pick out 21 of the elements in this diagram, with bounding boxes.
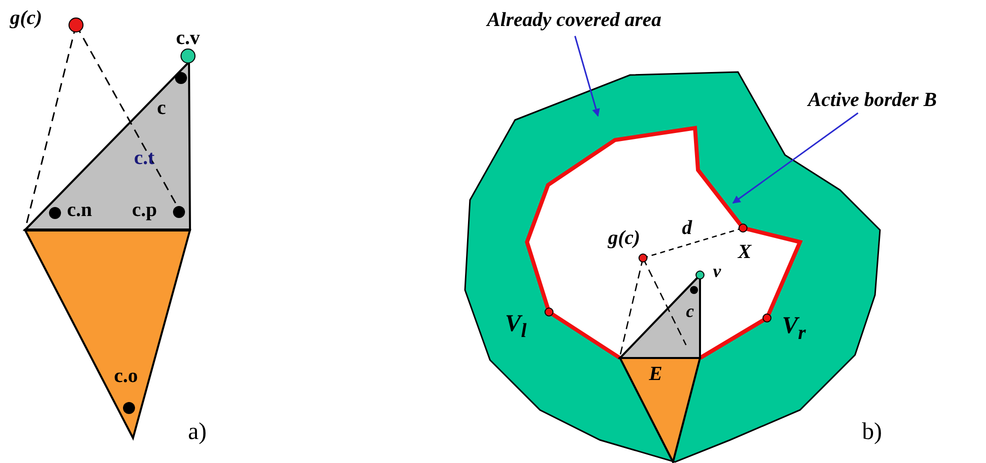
leader-arrow bbox=[732, 112, 858, 204]
point-label: c.p bbox=[132, 200, 157, 220]
point-label: c.n bbox=[67, 200, 92, 220]
distance-label: d bbox=[682, 218, 692, 238]
point-label: c.t bbox=[134, 148, 155, 168]
panel-label: b) bbox=[862, 420, 882, 444]
point-label: X bbox=[738, 242, 752, 262]
point-label: c.o bbox=[114, 366, 138, 386]
point-label: V$_{r}$ bbox=[782, 314, 806, 343]
point-label: g(c) bbox=[10, 8, 42, 28]
edge-name-label: E bbox=[649, 364, 662, 384]
panel-label: a) bbox=[188, 420, 207, 444]
point-label: c bbox=[686, 302, 694, 320]
leader-arrow bbox=[574, 36, 600, 117]
callout-text: Active border B bbox=[808, 90, 937, 110]
point-label: c.v bbox=[176, 28, 200, 48]
point-label: V$_{l}$ bbox=[505, 312, 527, 341]
point-label: v bbox=[713, 262, 721, 280]
callout-text: Already covered area bbox=[487, 10, 662, 30]
point-label: c bbox=[157, 98, 166, 118]
point-label: g(c) bbox=[608, 228, 640, 248]
